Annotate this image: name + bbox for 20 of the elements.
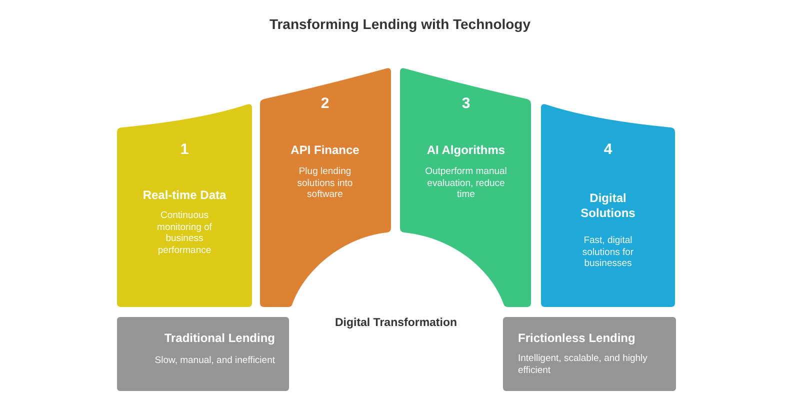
step-number: 4 xyxy=(602,141,614,159)
step-number: 2 xyxy=(320,95,330,113)
card-title: Frictionless Lending xyxy=(518,331,636,346)
step-number: 3 xyxy=(460,95,472,113)
step-description: Continuous monitoring of business performance xyxy=(156,210,213,257)
step-description: Outperform manual evaluation, reduce time xyxy=(424,166,508,202)
step-title: Real-time Data xyxy=(142,188,228,203)
info-card xyxy=(117,317,289,391)
step-description: Fast, digital solutions for businesses xyxy=(581,235,635,270)
step-number: 1 xyxy=(179,141,190,159)
card-description: Intelligent, scalable, and highly efficient xyxy=(518,353,648,376)
diagram-title: Transforming Lending with Technology xyxy=(269,16,531,32)
section-label: Digital Transformation xyxy=(334,317,458,329)
step-title: Digital Solutions xyxy=(580,191,636,221)
step-title: AI Algorithms xyxy=(426,143,506,158)
card-description: Slow, manual, and inefficient xyxy=(154,355,275,367)
step-description: Plug lending solutions into software xyxy=(296,166,354,202)
info-card xyxy=(503,317,676,391)
card-title: Traditional Lending xyxy=(163,331,275,346)
step-title: API Finance xyxy=(290,143,360,158)
